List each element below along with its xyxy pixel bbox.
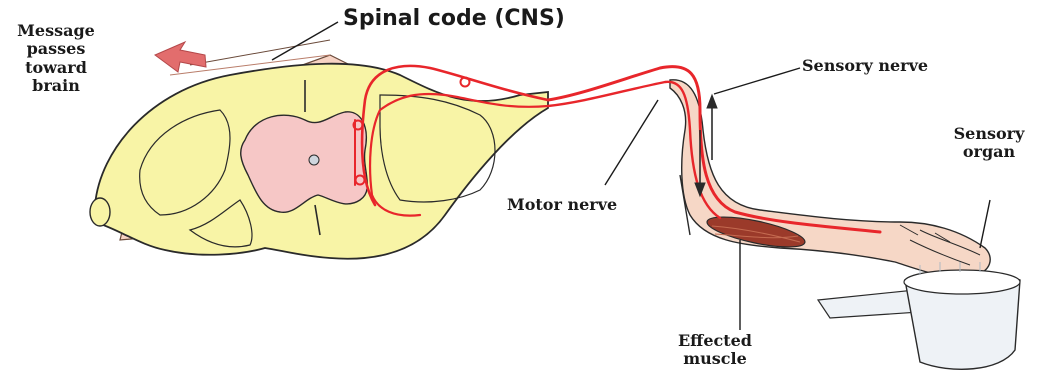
effected-muscle-line-1: Effected	[665, 332, 765, 350]
sensory-organ-label: Sensory organ	[944, 125, 1034, 162]
effected-muscle-label: Effected muscle	[665, 332, 765, 369]
hot-pot	[818, 262, 1020, 369]
message-line-1: Message	[8, 22, 104, 40]
message-line-3: toward	[8, 59, 104, 77]
sensory-organ-line-1: Sensory	[944, 125, 1034, 143]
sensory-nerve-label: Sensory nerve	[802, 57, 928, 75]
motor-nerve-label: Motor nerve	[507, 196, 617, 214]
spinal-cross-section	[90, 64, 548, 259]
spinal-cord-label: Spinal code (CNS)	[343, 6, 565, 31]
message-label: Message passes toward brain	[8, 22, 104, 96]
effected-muscle-line-2: muscle	[665, 350, 765, 368]
message-line-4: brain	[8, 77, 104, 95]
message-line-2: passes	[8, 40, 104, 58]
sensory-organ-line-2: organ	[944, 143, 1034, 161]
arm	[670, 80, 990, 277]
brain-direction-arrow	[155, 42, 206, 72]
